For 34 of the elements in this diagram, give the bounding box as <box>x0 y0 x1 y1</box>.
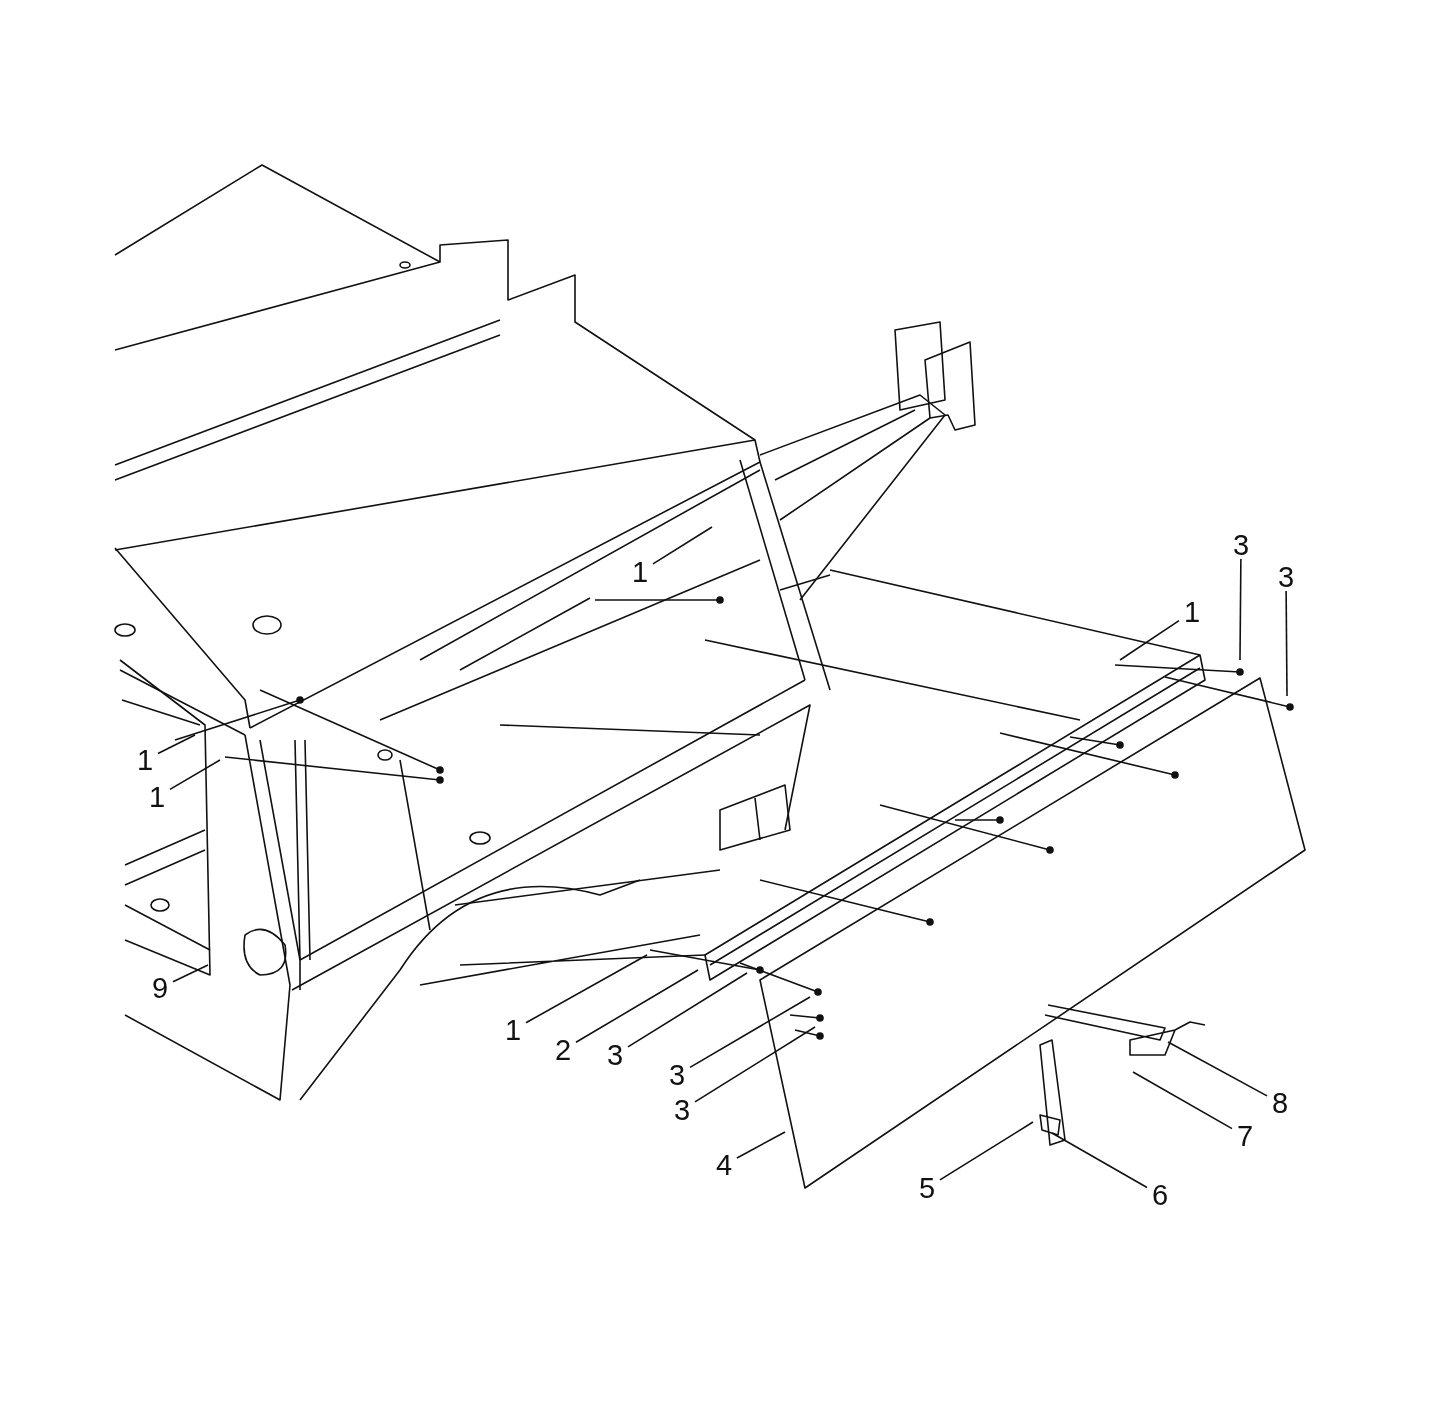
callout-number: 1 <box>629 556 651 588</box>
callout-number: 1 <box>134 744 156 776</box>
callout-number: 3 <box>604 1039 626 1071</box>
callout-number: 3 <box>671 1094 693 1126</box>
callout-number: 8 <box>1269 1087 1291 1119</box>
leader-line <box>939 1121 1034 1181</box>
callout-number: 3 <box>1230 529 1252 561</box>
leader-line <box>172 964 209 983</box>
leader-line <box>1119 619 1180 661</box>
leader-line <box>1285 590 1288 697</box>
leader-line <box>652 526 713 565</box>
callout-number: 1 <box>146 781 168 813</box>
callout-number: 4 <box>713 1149 735 1181</box>
leader-line <box>575 969 699 1044</box>
leader-line <box>1167 1041 1268 1097</box>
callout-number: 3 <box>666 1059 688 1091</box>
callout-number: 7 <box>1234 1120 1256 1152</box>
leader-line <box>169 759 221 791</box>
callout-number: 3 <box>1275 561 1297 593</box>
callout-number: 1 <box>1181 596 1203 628</box>
callout-number: 1 <box>502 1014 524 1046</box>
leader-line <box>157 734 196 755</box>
leader-line <box>689 996 811 1069</box>
callout-number: 5 <box>916 1172 938 1204</box>
leader-line <box>1132 1071 1233 1130</box>
leader-line <box>1239 558 1242 661</box>
leader-line <box>525 954 648 1024</box>
leader-line <box>694 1026 816 1103</box>
leader-line <box>627 972 748 1048</box>
callout-number: 9 <box>149 972 171 1004</box>
callout-number: 6 <box>1149 1179 1171 1211</box>
callout-number: 2 <box>552 1034 574 1066</box>
leader-line <box>736 1131 786 1159</box>
leader-line <box>1051 1132 1148 1189</box>
